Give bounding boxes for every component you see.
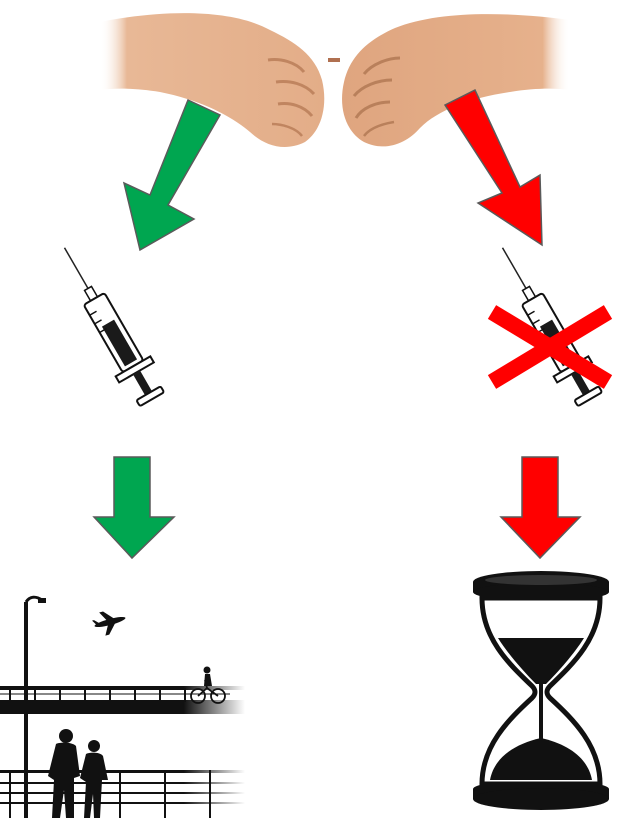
hourglass-icon: [473, 571, 609, 810]
fist-bump-image: [100, 13, 570, 147]
red-diagonal-arrow: [443, 88, 543, 247]
syringe-image: [63, 247, 165, 407]
bridge-scene-image: [0, 595, 245, 818]
upper-bridge: [0, 686, 245, 714]
red-cross-icon: [487, 305, 613, 389]
red-down-arrow: [499, 456, 582, 560]
left-fist: [100, 13, 325, 147]
green-down-arrow: [92, 456, 176, 560]
green-diagonal-arrow: [122, 98, 222, 252]
right-fist: [342, 14, 570, 147]
lower-railing: [0, 770, 245, 818]
couple-silhouette: [48, 729, 108, 818]
cyclist-icon: [190, 666, 226, 704]
airplane-icon: [92, 611, 126, 636]
crossed-out-syringe: [487, 247, 613, 407]
